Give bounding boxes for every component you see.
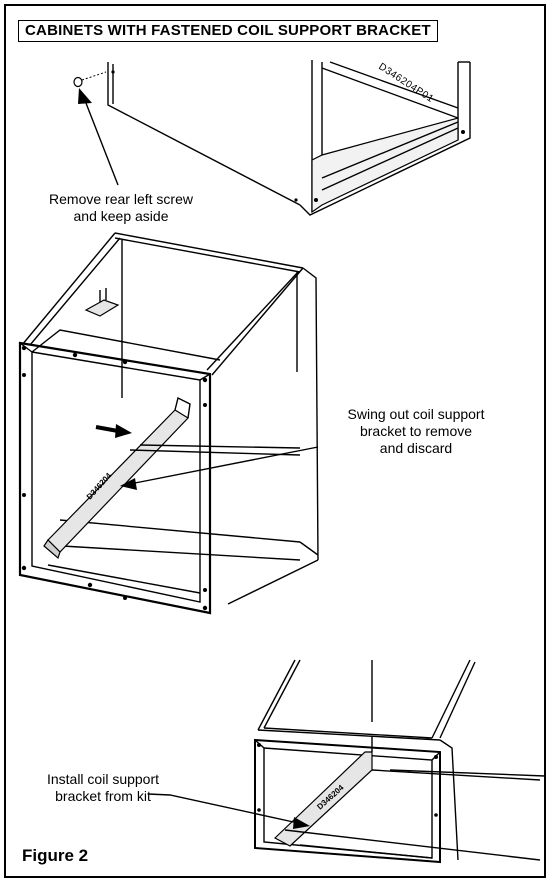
swing-out-line2: bracket to remove [359, 423, 473, 439]
figure-frame [4, 4, 546, 878]
install-line1: Install coil support [46, 771, 160, 787]
arrow-to-screw-icon [78, 88, 92, 104]
install-callout: Install coil support bracket from kit [28, 771, 178, 805]
figure-title: CABINETS WITH FASTENED COIL SUPPORT BRAC… [18, 20, 438, 42]
bottom-cabinet: D346204 [254, 659, 546, 864]
arrow-to-bracket-icon [120, 478, 137, 490]
remove-screw-line1: Remove rear left screw [49, 191, 193, 207]
remove-screw-line2: and keep aside [73, 208, 169, 224]
arrow-to-new-bracket-icon [293, 817, 310, 829]
install-line2: bracket from kit [55, 788, 151, 804]
middle-cabinet: D346204 [18, 232, 319, 615]
rear-screw [73, 71, 107, 88]
swing-out-line1: Swing out coil support [347, 406, 485, 422]
figure-label: Figure 2 [22, 846, 89, 865]
swing-out-callout: Swing out coil support bracket to remove… [328, 406, 504, 457]
bracket-arrow-icon [115, 424, 132, 438]
remove-screw-callout: Remove rear left screw and keep aside [36, 191, 206, 225]
swing-out-line3: and discard [379, 440, 453, 456]
